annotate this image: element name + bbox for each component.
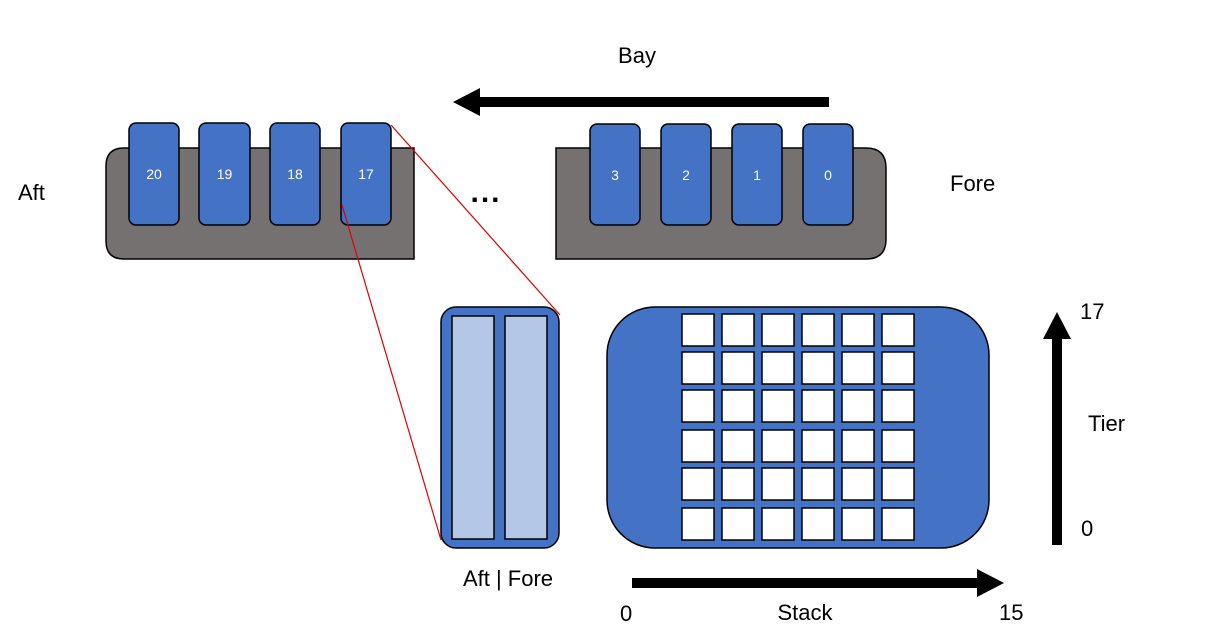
container-slot[interactable] <box>881 313 915 347</box>
container-slot[interactable] <box>801 351 835 385</box>
fore-slot[interactable] <box>504 315 548 540</box>
container-slot[interactable] <box>721 351 755 385</box>
container-slot[interactable] <box>841 507 875 541</box>
tier-max-label: 17 <box>1080 299 1104 324</box>
stack-max-label: 15 <box>999 600 1023 625</box>
aft-label: Aft <box>18 180 45 205</box>
container-slot[interactable] <box>881 429 915 463</box>
bay-number: 1 <box>753 167 761 183</box>
bay-block[interactable]: 1 <box>731 123 783 226</box>
container-slot[interactable] <box>841 313 875 347</box>
container-slot[interactable] <box>681 351 715 385</box>
zoom-connector-line <box>341 204 442 541</box>
bay-side-view <box>440 306 560 549</box>
container-slot[interactable] <box>801 313 835 347</box>
container-slot[interactable] <box>761 429 795 463</box>
bay-number: 0 <box>824 167 832 183</box>
container-slot[interactable] <box>801 507 835 541</box>
container-slot[interactable] <box>761 351 795 385</box>
container-slot[interactable] <box>721 507 755 541</box>
container-slot[interactable] <box>841 467 875 501</box>
bay-direction-arrow <box>453 88 829 116</box>
container-slot[interactable] <box>681 389 715 423</box>
stack-label: Stack <box>777 600 833 625</box>
container-slot[interactable] <box>761 507 795 541</box>
container-slot[interactable] <box>801 467 835 501</box>
container-slot[interactable] <box>681 507 715 541</box>
zoom-connector-line <box>390 124 561 316</box>
bay-number: 18 <box>287 166 303 182</box>
bay-label: Bay <box>618 43 656 68</box>
container-slot[interactable] <box>761 313 795 347</box>
stack-arrow <box>632 569 1004 597</box>
container-slot[interactable] <box>681 313 715 347</box>
tier-label: Tier <box>1088 411 1125 436</box>
bay-number: 20 <box>146 166 162 182</box>
container-slot[interactable] <box>681 467 715 501</box>
ship-hull-aft-section <box>105 147 415 260</box>
container-slot[interactable] <box>881 389 915 423</box>
bay-number: 17 <box>358 166 374 182</box>
bay-block-selected[interactable]: 17 <box>340 122 392 226</box>
bay-block[interactable]: 20 <box>128 122 180 226</box>
container-slot[interactable] <box>841 389 875 423</box>
aft-slot[interactable] <box>451 315 495 540</box>
tier-min-label: 0 <box>1081 516 1093 541</box>
stack-min-label: 0 <box>620 601 632 626</box>
container-slot[interactable] <box>721 313 755 347</box>
container-slot[interactable] <box>801 389 835 423</box>
container-slot[interactable] <box>881 467 915 501</box>
container-slot[interactable] <box>801 429 835 463</box>
bay-block[interactable]: 19 <box>198 122 251 226</box>
container-slot[interactable] <box>881 507 915 541</box>
bay-number: 19 <box>217 166 233 182</box>
container-slot[interactable] <box>761 389 795 423</box>
fore-label: Fore <box>950 171 995 196</box>
slot-grid <box>681 313 915 541</box>
container-slot[interactable] <box>761 467 795 501</box>
container-slot[interactable] <box>721 467 755 501</box>
aft-fore-label: Aft | Fore <box>463 566 553 591</box>
bay-block[interactable]: 0 <box>802 123 854 226</box>
container-slot[interactable] <box>721 429 755 463</box>
container-slot[interactable] <box>681 429 715 463</box>
bay-number: 2 <box>682 167 690 183</box>
container-slot[interactable] <box>841 429 875 463</box>
container-slot[interactable] <box>841 351 875 385</box>
bay-block[interactable]: 18 <box>269 122 321 226</box>
container-slot[interactable] <box>721 389 755 423</box>
ellipsis: ... <box>470 176 501 209</box>
bay-cross-section <box>606 306 990 549</box>
tier-arrow <box>1043 312 1071 545</box>
bay-number: 3 <box>611 167 619 183</box>
bay-block[interactable]: 3 <box>589 123 641 226</box>
container-slot[interactable] <box>881 351 915 385</box>
bay-block[interactable]: 2 <box>660 123 712 226</box>
